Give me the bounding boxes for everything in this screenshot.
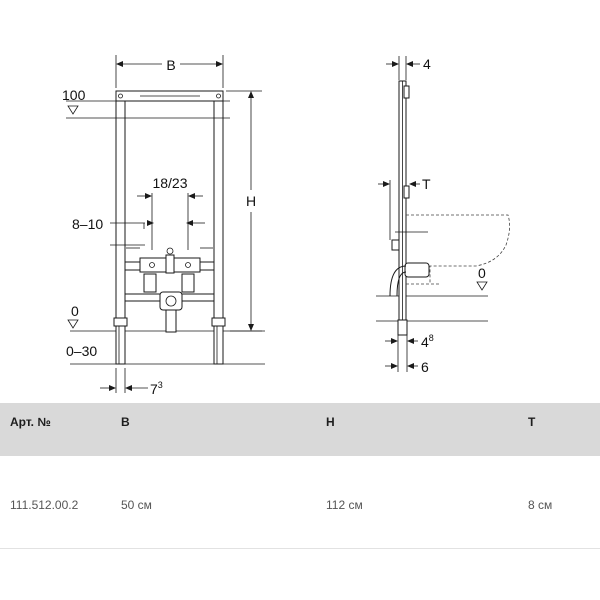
side-view: 4 T 0 48 6: [376, 56, 510, 375]
header-b: B: [121, 415, 130, 429]
floor-range-label: 0–30: [66, 343, 97, 359]
cell-t: 8 см: [528, 498, 553, 512]
side-depth-label: T: [422, 176, 431, 192]
side-bottom-width-label: 6: [421, 359, 429, 375]
cell-article: 111.512.00.2: [10, 498, 79, 512]
header-t: T: [528, 415, 536, 429]
floor-level-label: 0: [71, 303, 79, 319]
dimension-h-label: H: [246, 193, 256, 209]
side-bottom-depth-label: 48: [421, 333, 434, 350]
header-article: Арт. №: [10, 415, 51, 429]
drain-elbow: [159, 291, 183, 311]
spacing-label: 18/23: [152, 175, 187, 191]
technical-drawing: B 100 H 18/23 8–10 0 0–30: [62, 55, 510, 397]
header-h: H: [326, 415, 335, 429]
front-view: B 100 H 18/23 8–10 0 0–30: [62, 55, 265, 397]
cell-b: 50 см: [121, 498, 152, 512]
side-drain-pipe: [404, 262, 430, 278]
bidet-outline: [406, 214, 510, 284]
level-100-label: 100: [62, 87, 86, 103]
range-label: 8–10: [72, 216, 103, 232]
cell-h: 112 см: [326, 498, 363, 512]
spec-table: Арт. № B H T 111.512.00.2 50 см 112 см 8…: [0, 403, 600, 600]
dimension-b-label: B: [166, 57, 175, 73]
table-row: 111.512.00.2 50 см 112 см 8 см: [0, 456, 600, 549]
foot-dimension-label: 73: [150, 380, 163, 397]
side-top-depth-label: 4: [423, 56, 431, 72]
side-floor-label: 0: [478, 265, 486, 281]
table-header: Арт. № B H T: [0, 403, 600, 456]
